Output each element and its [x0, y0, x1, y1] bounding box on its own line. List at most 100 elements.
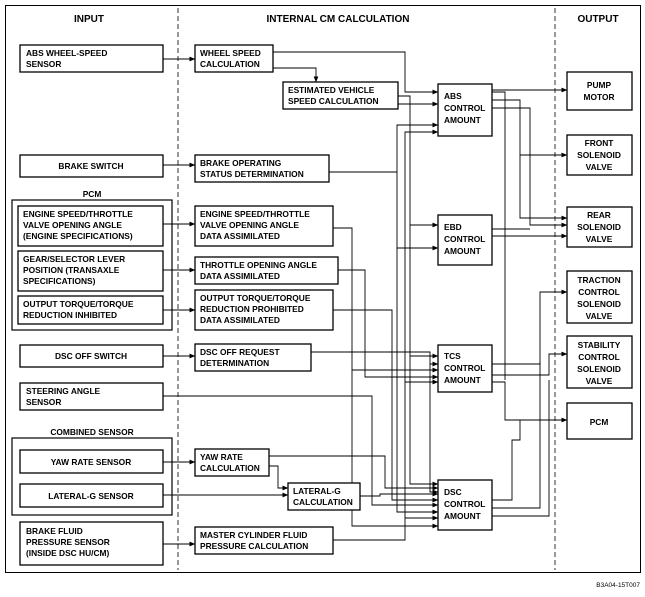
tcs-control-amount-box: [437, 344, 493, 393]
stability-control-line-2: CONTROL: [578, 352, 619, 362]
gear-selector-lever-line-2: POSITION (TRANSAXLE: [23, 265, 120, 275]
dsc-off-switch-label: DSC OFF SWITCH: [55, 351, 127, 361]
yaw-rate-calculation-box: [194, 448, 270, 477]
abs-control-amount-line-1: ABS: [444, 91, 462, 101]
tcs-control-amount-line-2: CONTROL: [444, 363, 485, 373]
steering-angle-sensor-line-1: STEERING ANGLE: [26, 386, 101, 396]
output-torque-inhibited-line-1: OUTPUT TORQUE/TORQUE: [23, 299, 134, 309]
rear-solenoid-valve-line-1: REAR: [587, 210, 611, 220]
output-torque-data-assimilated-line-2: REDUCTION PROHIBITED: [200, 304, 304, 314]
engine-speed-throttle-line-3: (ENGINE SPECIFICATIONS): [23, 231, 133, 241]
tcs-control-amount-line-3: AMOUNT: [444, 375, 482, 385]
wheel-speed-calculation-box: [194, 44, 274, 73]
connection-wires: [163, 51, 568, 547]
traction-control-line-1: TRACTION: [577, 275, 620, 285]
combined-sensor-group-title: COMBINED SENSOR: [50, 427, 133, 437]
stability-control-line-1: STABILITY: [578, 340, 621, 350]
stability-control-line-4: VALVE: [586, 376, 613, 386]
brake-operating-status-box: [194, 154, 330, 183]
stability-control-line-3: SOLENOID: [577, 364, 621, 374]
yaw-rate-sensor-box: [19, 449, 164, 474]
pump-motor-box: [566, 71, 633, 111]
front-solenoid-valve-line-3: VALVE: [586, 162, 613, 172]
ebd-control-amount-line-1: EBD: [444, 222, 462, 232]
brake-operating-status-line-2: STATUS DETERMINATION: [200, 169, 304, 179]
brake-switch-label: BRAKE SWITCH: [58, 161, 123, 171]
gear-selector-lever-box: [17, 250, 164, 292]
lateral-g-sensor-label: LATERAL-G SENSOR: [48, 491, 133, 501]
pcm-group-frame: [11, 199, 173, 331]
master-cylinder-fluid-pressure-box: [194, 526, 334, 555]
traction-control-solenoid-valve-box: [566, 270, 633, 324]
yaw-rate-calculation-line-2: CALCULATION: [200, 463, 260, 473]
output-torque-data-assimilated-line-3: DATA ASSIMILATED: [200, 315, 280, 325]
pcm-group-title: PCM: [83, 189, 102, 199]
tcs-control-amount-line-1: TCS: [444, 351, 461, 361]
front-solenoid-valve-line-2: SOLENOID: [577, 150, 621, 160]
steering-angle-sensor-line-2: SENSOR: [26, 397, 61, 407]
throttle-data-assimilated-line-1: THROTTLE OPENING ANGLE: [200, 260, 317, 270]
engine-speed-data-assimilated-line-1: ENGINE SPEED/THROTTLE: [200, 209, 310, 219]
brake-fluid-pressure-sensor-line-1: BRAKE FLUID: [26, 526, 83, 536]
yaw-rate-calculation-line-1: YAW RATE: [200, 452, 243, 462]
header-output: OUTPUT: [577, 14, 618, 25]
header-internal-cm-calculation: INTERNAL CM CALCULATION: [267, 14, 410, 25]
master-cylinder-line-2: PRESSURE CALCULATION: [200, 541, 308, 551]
ebd-control-amount-line-3: AMOUNT: [444, 246, 482, 256]
estimated-vehicle-speed-calculation-box: [282, 81, 399, 110]
brake-switch-box: [19, 154, 164, 178]
pcm-output-label: PCM: [590, 417, 609, 427]
lateral-g-calculation-line-2: CALCULATION: [293, 497, 353, 507]
throttle-data-assimilated-box: [194, 256, 339, 285]
lateral-g-calculation-line-1: LATERAL-G: [293, 486, 341, 496]
pump-motor-line-2: MOTOR: [583, 92, 614, 102]
engine-speed-data-assimilated-box: [194, 205, 334, 247]
engine-speed-throttle-box: [17, 205, 164, 247]
output-torque-data-assimilated-line-1: OUTPUT TORQUE/TORQUE: [200, 293, 311, 303]
rear-solenoid-valve-line-3: VALVE: [586, 234, 613, 244]
traction-control-line-4: VALVE: [586, 311, 613, 321]
engine-speed-throttle-line-1: ENGINE SPEED/THROTTLE: [23, 209, 133, 219]
front-solenoid-valve-box: [566, 134, 633, 176]
steering-angle-sensor-box: [19, 382, 164, 411]
stability-control-solenoid-valve-box: [566, 335, 633, 389]
combined-sensor-group-frame: [11, 437, 173, 516]
estimated-vehicle-speed-line-2: SPEED CALCULATION: [288, 96, 379, 106]
abs-control-amount-line-2: CONTROL: [444, 103, 485, 113]
throttle-data-assimilated-line-2: DATA ASSIMILATED: [200, 271, 280, 281]
brake-operating-status-line-1: BRAKE OPERATING: [200, 158, 281, 168]
engine-speed-data-assimilated-line-3: DATA ASSIMILATED: [200, 231, 280, 241]
engine-speed-throttle-line-2: VALVE OPENING ANGLE: [23, 220, 122, 230]
dsc-control-amount-box: [437, 479, 493, 531]
dsc-control-amount-line-3: AMOUNT: [444, 511, 482, 521]
gear-selector-lever-line-3: SPECIFICATIONS): [23, 276, 96, 286]
dsc-off-request-determination-box: [194, 343, 312, 372]
output-torque-inhibited-line-2: REDUCTION INHIBITED: [23, 310, 117, 320]
pcm-output-box: [566, 402, 633, 440]
rear-solenoid-valve-box: [566, 206, 633, 248]
traction-control-line-2: CONTROL: [578, 287, 619, 297]
pump-motor-line-1: PUMP: [587, 80, 612, 90]
yaw-rate-sensor-label: YAW RATE SENSOR: [51, 457, 132, 467]
lateral-g-sensor-box: [19, 483, 164, 508]
master-cylinder-line-1: MASTER CYLINDER FLUID: [200, 530, 307, 540]
abs-wheel-speed-sensor-line-2: SENSOR: [26, 59, 61, 69]
dsc-off-request-line-1: DSC OFF REQUEST: [200, 347, 280, 357]
ebd-control-amount-box: [437, 214, 493, 266]
output-torque-inhibited-box: [17, 295, 164, 325]
dsc-off-switch-box: [19, 344, 164, 368]
output-torque-data-assimilated-box: [194, 289, 334, 331]
abs-control-amount-line-3: AMOUNT: [444, 115, 482, 125]
diagram-frame: [5, 5, 641, 573]
dsc-control-amount-line-1: DSC: [444, 487, 462, 497]
estimated-vehicle-speed-line-1: ESTIMATED VEHICLE: [288, 85, 375, 95]
abs-control-amount-box: [437, 83, 493, 137]
front-solenoid-valve-line-1: FRONT: [585, 138, 615, 148]
dsc-off-request-line-2: DETERMINATION: [200, 358, 269, 368]
lateral-g-calculation-box: [287, 482, 361, 511]
abs-wheel-speed-sensor-line-1: ABS WHEEL-SPEED: [26, 48, 107, 58]
traction-control-line-3: SOLENOID: [577, 299, 621, 309]
gear-selector-lever-line-1: GEAR/SELECTOR LEVER: [23, 254, 125, 264]
brake-fluid-pressure-sensor-line-2: PRESSURE SENSOR: [26, 537, 110, 547]
